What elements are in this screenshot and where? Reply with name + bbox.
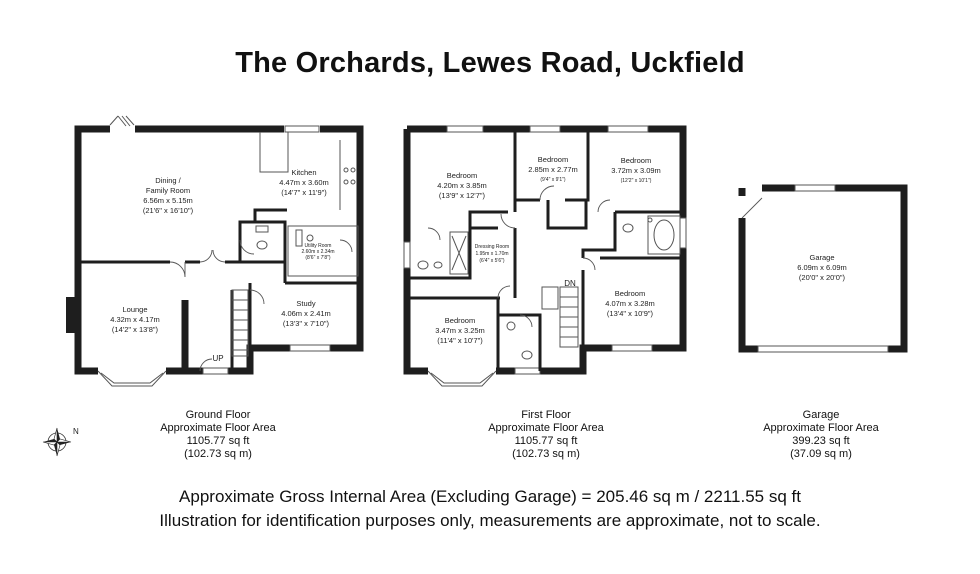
caption-sqft: 399.23 sq ft [792,435,850,447]
caption-sqft: 1105.77 sq ft [186,435,250,447]
svg-text:(12'2" x 10'1"): (12'2" x 10'1") [621,178,652,184]
room-bedroom-4: Bedroom 4.07m x 3.28m (13'4" x 10'9") [605,289,655,318]
garage-plan: Garage 6.09m x 6.09m (20'0" x 20'0") [738,184,908,353]
svg-text:4.06m x 2.41m: 4.06m x 2.41m [281,309,331,318]
room-kitchen: Kitchen 4.47m x 3.60m (14'7" x 11'9") [279,168,329,197]
svg-text:(13'9" x 12'7"): (13'9" x 12'7") [439,191,486,200]
svg-text:Bedroom: Bedroom [538,155,568,164]
svg-text:Lounge: Lounge [122,305,147,314]
svg-text:Bedroom: Bedroom [615,289,645,298]
disclaimer-text: Illustration for identification purposes… [159,511,821,530]
svg-text:6.09m x 6.09m: 6.09m x 6.09m [797,263,847,272]
caption-sqm: (102.73 sq m) [184,448,252,460]
svg-text:(13'4" x 10'9"): (13'4" x 10'9") [607,309,654,318]
caption-area-label: Approximate Floor Area [488,422,604,434]
caption-floor-name: Ground Floor [185,409,251,421]
caption-sqft: 1105.77 sq ft [514,435,578,447]
svg-text:4.07m x 3.28m: 4.07m x 3.28m [605,299,655,308]
ground-floor-plan: UP Dining / Family Room 6.56m x 5.15m (2… [66,115,364,387]
room-dining-family: Dining / Family Room 6.56m x 5.15m (21'6… [143,176,194,215]
ground-floor-caption: Ground Floor Approximate Floor Area 1105… [108,409,328,461]
svg-text:Study: Study [296,299,315,308]
svg-text:4.47m x 3.60m: 4.47m x 3.60m [279,178,329,187]
svg-text:Bedroom: Bedroom [621,156,651,165]
room-dressing: Dressing Room 1.95m x 1.70m (6'4" x 5'6"… [475,244,509,264]
compass-rose-icon: N [42,427,79,457]
svg-text:Family Room: Family Room [146,186,190,195]
svg-text:2.85m x 2.77m: 2.85m x 2.77m [528,165,578,174]
room-bedroom-2: Bedroom 2.85m x 2.77m (9'4" x 9'1") [528,155,578,183]
caption-area-label: Approximate Floor Area [763,422,879,434]
svg-text:(8'6" x 7'8"): (8'6" x 7'8") [305,255,331,261]
svg-text:Bedroom: Bedroom [447,171,477,180]
svg-text:Dining /: Dining / [155,176,181,185]
svg-text:Utility Room: Utility Room [305,243,332,249]
svg-text:Bedroom: Bedroom [445,316,475,325]
room-study: Study 4.06m x 2.41m (13'3" x 7'10") [281,299,331,328]
svg-text:(21'6" x 16'10"): (21'6" x 16'10") [143,206,194,215]
caption-sqm: (102.73 sq m) [512,448,580,460]
first-floor-caption: First Floor Approximate Floor Area 1105.… [436,409,656,461]
svg-text:(9'4" x 9'1"): (9'4" x 9'1") [540,177,566,183]
svg-text:1.95m x 1.70m: 1.95m x 1.70m [475,251,508,257]
garage-caption: Garage Approximate Floor Area 399.23 sq … [711,409,931,461]
svg-text:3.47m x 3.25m: 3.47m x 3.25m [435,326,485,335]
svg-text:3.72m x 3.09m: 3.72m x 3.09m [611,166,661,175]
svg-text:Garage: Garage [809,253,834,262]
room-bedroom-3: Bedroom 3.72m x 3.09m (12'2" x 10'1") [611,156,661,184]
caption-floor-name: Garage [802,409,840,421]
room-lounge: Lounge 4.32m x 4.17m (14'2" x 13'8") [110,305,160,334]
svg-text:(11'4" x 10'7"): (11'4" x 10'7") [437,336,483,345]
gross-area-statement: Approximate Gross Internal Area (Excludi… [179,487,801,506]
svg-text:(14'7" x 11'9"): (14'7" x 11'9") [281,188,327,197]
svg-text:4.32m x 4.17m: 4.32m x 4.17m [110,315,160,324]
first-floor-plan: DN Bedroom 4.20m x 3.85m (13'9" x 12'7")… [403,125,687,387]
stair-down-label: DN [564,279,576,288]
svg-text:2.60m x 2.34m: 2.60m x 2.34m [301,249,334,255]
svg-text:Dressing Room: Dressing Room [475,244,509,250]
stair-up-label: UP [212,354,223,363]
plan-title: The Orchards, Lewes Road, Uckfield [235,47,745,79]
compass-north-label: N [73,427,79,436]
caption-floor-name: First Floor [521,409,571,421]
svg-text:(6'4" x 5'6"): (6'4" x 5'6") [479,258,505,264]
svg-text:(13'3" x 7'10"): (13'3" x 7'10") [283,319,330,328]
caption-area-label: Approximate Floor Area [160,422,276,434]
svg-text:(20'0" x 20'0"): (20'0" x 20'0") [799,273,846,282]
svg-text:6.56m x 5.15m: 6.56m x 5.15m [143,196,193,205]
svg-text:Kitchen: Kitchen [291,168,316,177]
room-utility: Utility Room 2.60m x 2.34m (8'6" x 7'8") [301,243,334,261]
room-garage: Garage 6.09m x 6.09m (20'0" x 20'0") [797,253,847,282]
caption-sqm: (37.09 sq m) [790,448,852,460]
room-bedroom-5: Bedroom 3.47m x 3.25m (11'4" x 10'7") [435,316,485,345]
room-bedroom-1: Bedroom 4.20m x 3.85m (13'9" x 12'7") [437,171,487,200]
svg-text:4.20m x 3.85m: 4.20m x 3.85m [437,181,487,190]
svg-text:(14'2" x 13'8"): (14'2" x 13'8") [112,325,159,334]
